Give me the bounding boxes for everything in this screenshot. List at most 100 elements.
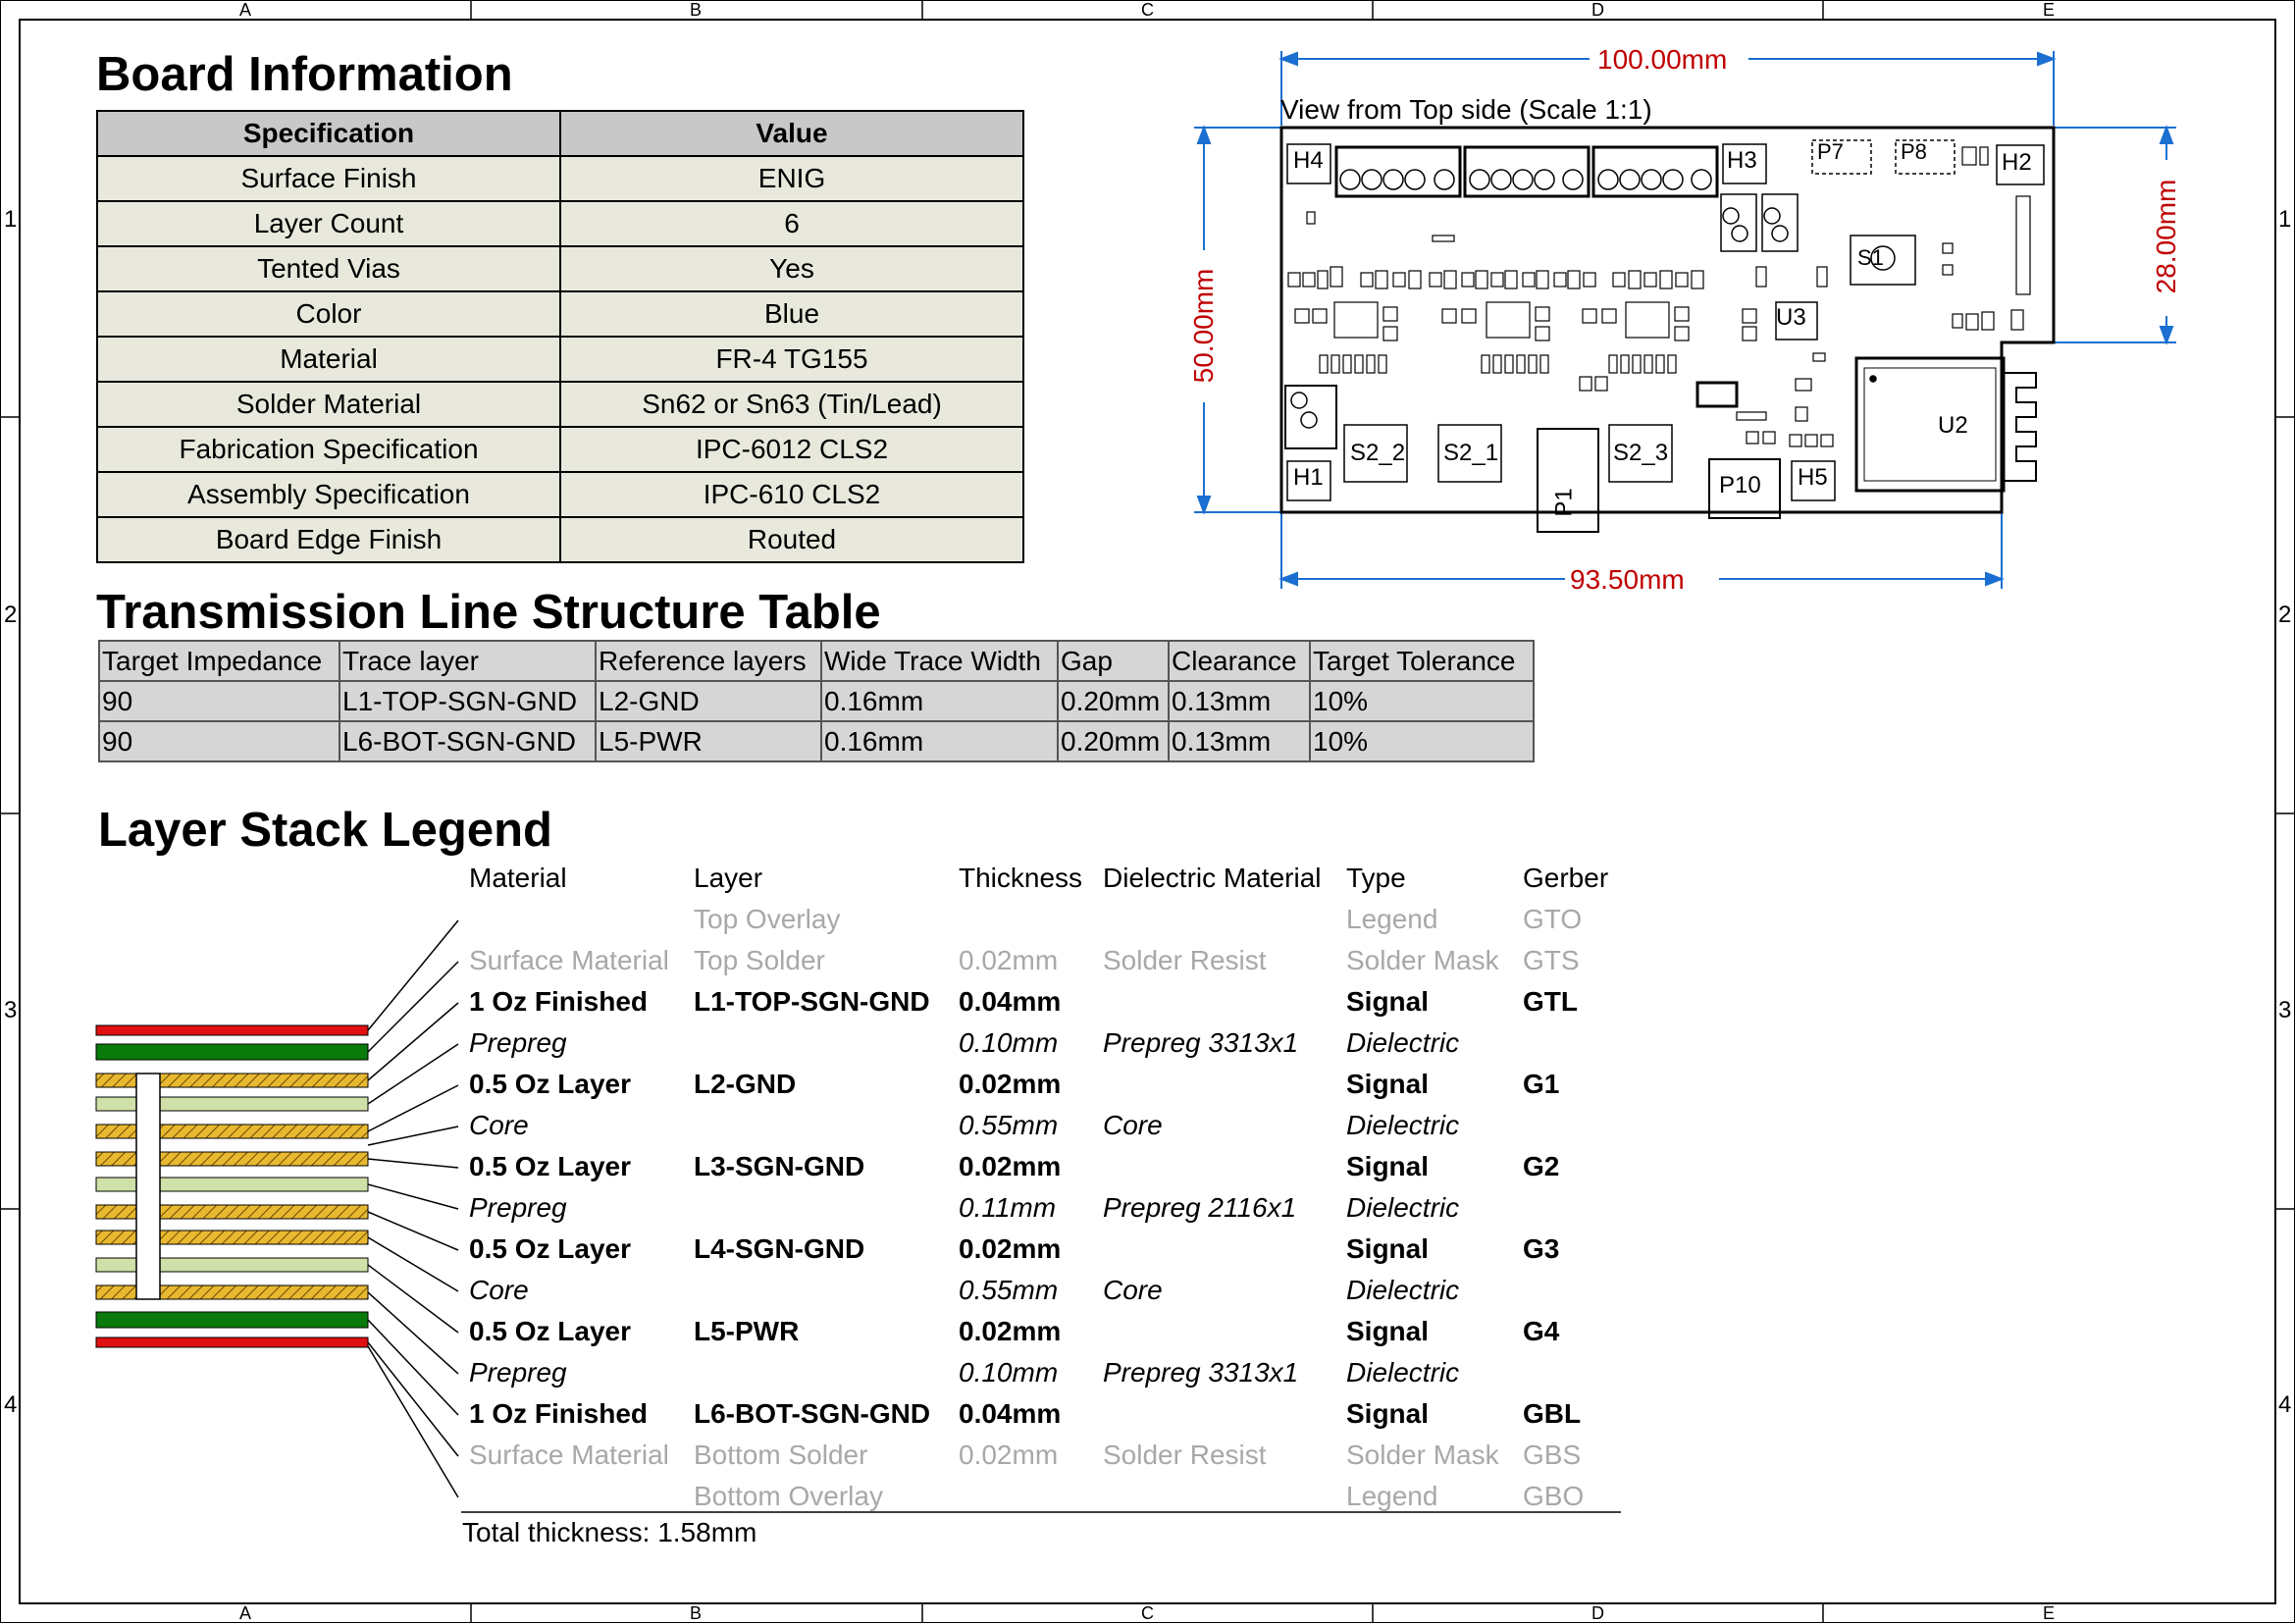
material-cell: 1 Oz Finished: [469, 1398, 649, 1429]
layer-cell: L3-SGN-GND: [694, 1151, 865, 1181]
layer-cell: Top Overlay: [694, 904, 841, 934]
table-cell: 0.16mm: [820, 680, 1059, 722]
frame-col-d-bottom: D: [1591, 1603, 1604, 1623]
thickness-cell: 0.10mm: [959, 1027, 1059, 1058]
thickness-cell: 0.11mm: [959, 1192, 1057, 1223]
spec-cell: Surface Finish: [96, 155, 561, 202]
table-row: 90 L1-TOP-SGN-GND L2-GND 0.16mm 0.20mm 0…: [98, 680, 1535, 722]
dielectric-cell: Solder Resist: [1103, 945, 1267, 975]
spec-cell: Solder Material: [96, 381, 561, 428]
thickness-cell: 0.02mm: [959, 1233, 1062, 1264]
type-cell: Legend: [1346, 904, 1438, 934]
layer-stack-title: Layer Stack Legend: [98, 804, 552, 857]
designator-h1: H1: [1293, 464, 1324, 491]
designator-s2-3: S2_3: [1613, 440, 1669, 466]
value-cell: IPC-610 CLS2: [559, 471, 1024, 518]
frame-row-2-right: 2: [2278, 602, 2292, 628]
type-cell: Solder Mask: [1346, 1440, 1499, 1470]
material-cell: 0.5 Oz Layer: [469, 1151, 631, 1181]
column-header: Value: [559, 110, 1024, 157]
table-cell: 90: [98, 720, 340, 762]
material-cell: 0.5 Oz Layer: [469, 1233, 631, 1264]
spec-cell: Fabrication Specification: [96, 426, 561, 473]
material-cell: 1 Oz Finished: [469, 986, 649, 1017]
board-view-caption: View from Top side (Scale 1:1): [1280, 94, 1652, 125]
type-cell: Signal: [1346, 1069, 1430, 1099]
frame-col-c-bottom: C: [1141, 1603, 1154, 1623]
layer-cell: L4-SGN-GND: [694, 1233, 865, 1264]
frame-col-d-top: D: [1591, 0, 1604, 20]
gerber-cell: G3: [1523, 1233, 1560, 1264]
gerber-cell: GTO: [1523, 904, 1583, 934]
designator-p10: P10: [1719, 472, 1761, 498]
gerber-cell: GTL: [1523, 986, 1578, 1017]
column-header: Specification: [96, 110, 561, 157]
material-cell: Core: [469, 1275, 529, 1305]
thickness-cell: 0.10mm: [959, 1357, 1059, 1388]
value-cell: FR-4 TG155: [559, 336, 1024, 383]
material-cell: Prepreg: [469, 1192, 567, 1223]
value-cell: Sn62 or Sn63 (Tin/Lead): [559, 381, 1024, 428]
designator-u3: U3: [1776, 304, 1806, 331]
table-row: 90 L6-BOT-SGN-GND L5-PWR 0.16mm 0.20mm 0…: [98, 720, 1535, 762]
layer-cell: Top Solder: [694, 945, 825, 975]
designator-p1: P1: [1550, 488, 1578, 517]
type-cell: Dielectric: [1346, 1275, 1460, 1305]
designator-s1: S1: [1857, 245, 1884, 270]
thickness-cell: 0.02mm: [959, 1069, 1062, 1099]
transmission-title: Transmission Line Structure Table: [96, 586, 881, 639]
designator-s2-1: S2_1: [1443, 440, 1499, 466]
frame-row-1-right: 1: [2278, 206, 2292, 233]
column-header: Target Impedance: [98, 640, 340, 682]
table-cell: L2-GND: [595, 680, 822, 722]
dielectric-cell: Core: [1103, 1110, 1163, 1140]
table-cell: 0.16mm: [820, 720, 1059, 762]
designator-h4: H4: [1293, 147, 1324, 174]
material-cell: Prepreg: [469, 1027, 567, 1058]
frame-col-c-top: C: [1141, 0, 1154, 20]
gerber-cell: GTS: [1523, 945, 1580, 975]
table-cell: 0.13mm: [1168, 680, 1311, 722]
thickness-cell: 0.02mm: [959, 1151, 1062, 1181]
frame-row-4-left: 4: [4, 1391, 18, 1418]
type-cell: Signal: [1346, 1316, 1430, 1346]
material-cell: 0.5 Oz Layer: [469, 1069, 631, 1099]
gerber-cell: G1: [1523, 1069, 1560, 1099]
value-cell: IPC-6012 CLS2: [559, 426, 1024, 473]
layer-stack-header: Material: [469, 863, 567, 893]
table-cell: 0.20mm: [1057, 720, 1170, 762]
board-view: [1194, 51, 2176, 589]
material-cell: Surface Material: [469, 1440, 669, 1470]
designator-h2: H2: [2002, 149, 2032, 176]
value-cell: ENIG: [559, 155, 1024, 202]
type-cell: Dielectric: [1346, 1192, 1460, 1223]
thickness-cell: 0.02mm: [959, 1316, 1062, 1346]
frame-row-3-right: 3: [2278, 997, 2292, 1023]
gerber-cell: G4: [1523, 1316, 1560, 1346]
type-cell: Dielectric: [1346, 1027, 1460, 1058]
dimension-height-partial: 28.00mm: [2151, 179, 2181, 294]
designator-h5: H5: [1798, 464, 1828, 491]
column-header: Clearance: [1168, 640, 1311, 682]
layer-cell: L5-PWR: [694, 1316, 800, 1346]
designator-p7: P7: [1817, 139, 1844, 164]
total-thickness: Total thickness: 1.58mm: [462, 1517, 757, 1547]
layer-stack-diagram: [95, 919, 1621, 1513]
thickness-cell: 0.55mm: [959, 1275, 1059, 1305]
gerber-cell: GBO: [1523, 1481, 1585, 1511]
type-cell: Signal: [1346, 1233, 1430, 1264]
layer-stack-header: Gerber: [1523, 863, 1609, 893]
frame-col-a-top: A: [239, 0, 252, 20]
spec-cell: Tented Vias: [96, 245, 561, 292]
frame-row-1-left: 1: [4, 206, 18, 233]
type-cell: Dielectric: [1346, 1357, 1460, 1388]
dielectric-cell: Prepreg 2116x1: [1103, 1192, 1297, 1223]
column-header: Target Tolerance: [1309, 640, 1535, 682]
thickness-cell: 0.04mm: [959, 986, 1062, 1017]
designator-u2: U2: [1938, 412, 1968, 439]
